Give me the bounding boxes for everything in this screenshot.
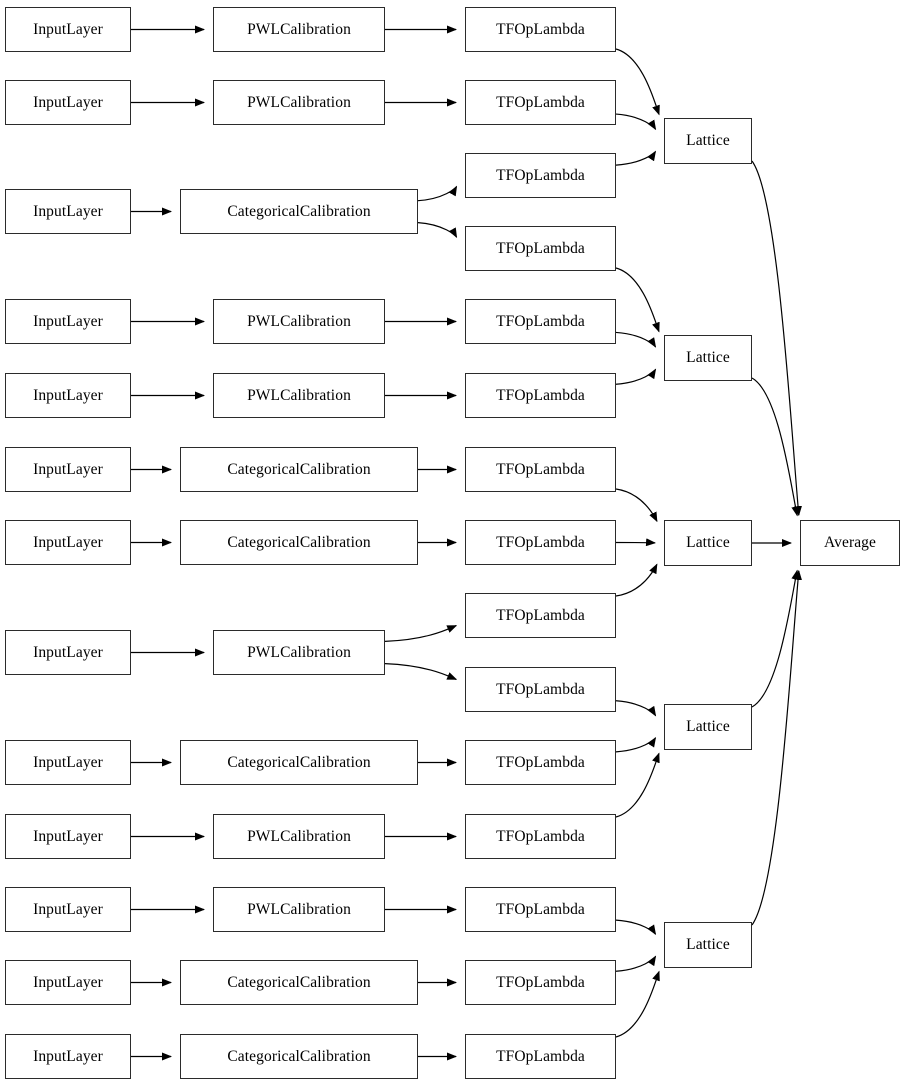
edge-op4-to-lat2 (615, 267, 660, 333)
node-op14[interactable]: TFOpLambda (465, 960, 616, 1005)
node-cal11[interactable]: PWLCalibration (213, 887, 385, 932)
node-cal5[interactable]: PWLCalibration (213, 373, 385, 418)
edge-op11-to-lat4 (615, 736, 657, 753)
node-op10[interactable]: TFOpLambda (465, 667, 616, 712)
node-in3[interactable]: InputLayer (5, 189, 131, 234)
node-lat3[interactable]: Lattice (664, 520, 752, 566)
node-lat2[interactable]: Lattice (664, 335, 752, 381)
node-lat4[interactable]: Lattice (664, 704, 752, 750)
edge-cal3-to-op4 (417, 222, 458, 239)
node-in10[interactable]: InputLayer (5, 814, 131, 859)
node-op15[interactable]: TFOpLambda (465, 1034, 616, 1079)
edge-op6-to-lat2 (615, 368, 657, 385)
node-op1[interactable]: TFOpLambda (465, 7, 616, 52)
node-op5[interactable]: TFOpLambda (465, 299, 616, 344)
edge-lat4-to-avg (751, 569, 800, 708)
edge-op7-to-lat3 (615, 488, 658, 523)
node-in11[interactable]: InputLayer (5, 887, 131, 932)
node-op2[interactable]: TFOpLambda (465, 80, 616, 125)
node-in12[interactable]: InputLayer (5, 960, 131, 1005)
node-in4[interactable]: InputLayer (5, 299, 131, 344)
edge-op15-to-lat5 (615, 970, 660, 1038)
edge-op2-to-lat1 (615, 113, 657, 131)
node-cal9[interactable]: CategoricalCalibration (180, 740, 418, 785)
node-cal8[interactable]: PWLCalibration (213, 630, 385, 675)
edge-lat5-to-avg (751, 569, 802, 926)
node-in13[interactable]: InputLayer (5, 1034, 131, 1079)
node-op6[interactable]: TFOpLambda (465, 373, 616, 418)
node-lat5[interactable]: Lattice (664, 922, 752, 968)
node-in8[interactable]: InputLayer (5, 630, 131, 675)
node-cal10[interactable]: PWLCalibration (213, 814, 385, 859)
edge-op14-to-lat5 (615, 955, 657, 972)
node-cal3[interactable]: CategoricalCalibration (180, 189, 418, 234)
node-cal2[interactable]: PWLCalibration (213, 80, 385, 125)
node-op9[interactable]: TFOpLambda (465, 593, 616, 638)
node-cal12[interactable]: CategoricalCalibration (180, 960, 418, 1005)
node-op7[interactable]: TFOpLambda (465, 447, 616, 492)
node-op8[interactable]: TFOpLambda (465, 520, 616, 565)
edge-cal8-to-op9 (384, 625, 458, 642)
node-cal13[interactable]: CategoricalCalibration (180, 1034, 418, 1079)
node-in2[interactable]: InputLayer (5, 80, 131, 125)
edge-op10-to-lat4 (615, 700, 657, 717)
node-avg[interactable]: Average (800, 520, 900, 566)
edge-cal8-to-op10 (384, 663, 458, 680)
node-cal7[interactable]: CategoricalCalibration (180, 520, 418, 565)
node-op4[interactable]: TFOpLambda (465, 226, 616, 271)
node-in6[interactable]: InputLayer (5, 447, 131, 492)
node-cal4[interactable]: PWLCalibration (213, 299, 385, 344)
node-op11[interactable]: TFOpLambda (465, 740, 616, 785)
node-lat1[interactable]: Lattice (664, 118, 752, 164)
node-in1[interactable]: InputLayer (5, 7, 131, 52)
node-cal6[interactable]: CategoricalCalibration (180, 447, 418, 492)
node-in7[interactable]: InputLayer (5, 520, 131, 565)
node-op3[interactable]: TFOpLambda (465, 153, 616, 198)
edge-op9-to-lat3 (615, 563, 658, 597)
node-op13[interactable]: TFOpLambda (465, 887, 616, 932)
edge-op5-to-lat2 (615, 331, 657, 348)
edge-op1-to-lat1 (615, 48, 660, 116)
edge-op13-to-lat5 (615, 919, 657, 936)
edge-op3-to-lat1 (615, 150, 657, 166)
node-in5[interactable]: InputLayer (5, 373, 131, 418)
edge-lat1-to-avg (751, 160, 802, 517)
node-op12[interactable]: TFOpLambda (465, 814, 616, 859)
edge-cal3-to-op3 (417, 185, 458, 202)
node-cal1[interactable]: PWLCalibration (213, 7, 385, 52)
edge-op12-to-lat4 (615, 752, 660, 818)
node-in9[interactable]: InputLayer (5, 740, 131, 785)
edge-lat2-to-avg (751, 377, 800, 517)
